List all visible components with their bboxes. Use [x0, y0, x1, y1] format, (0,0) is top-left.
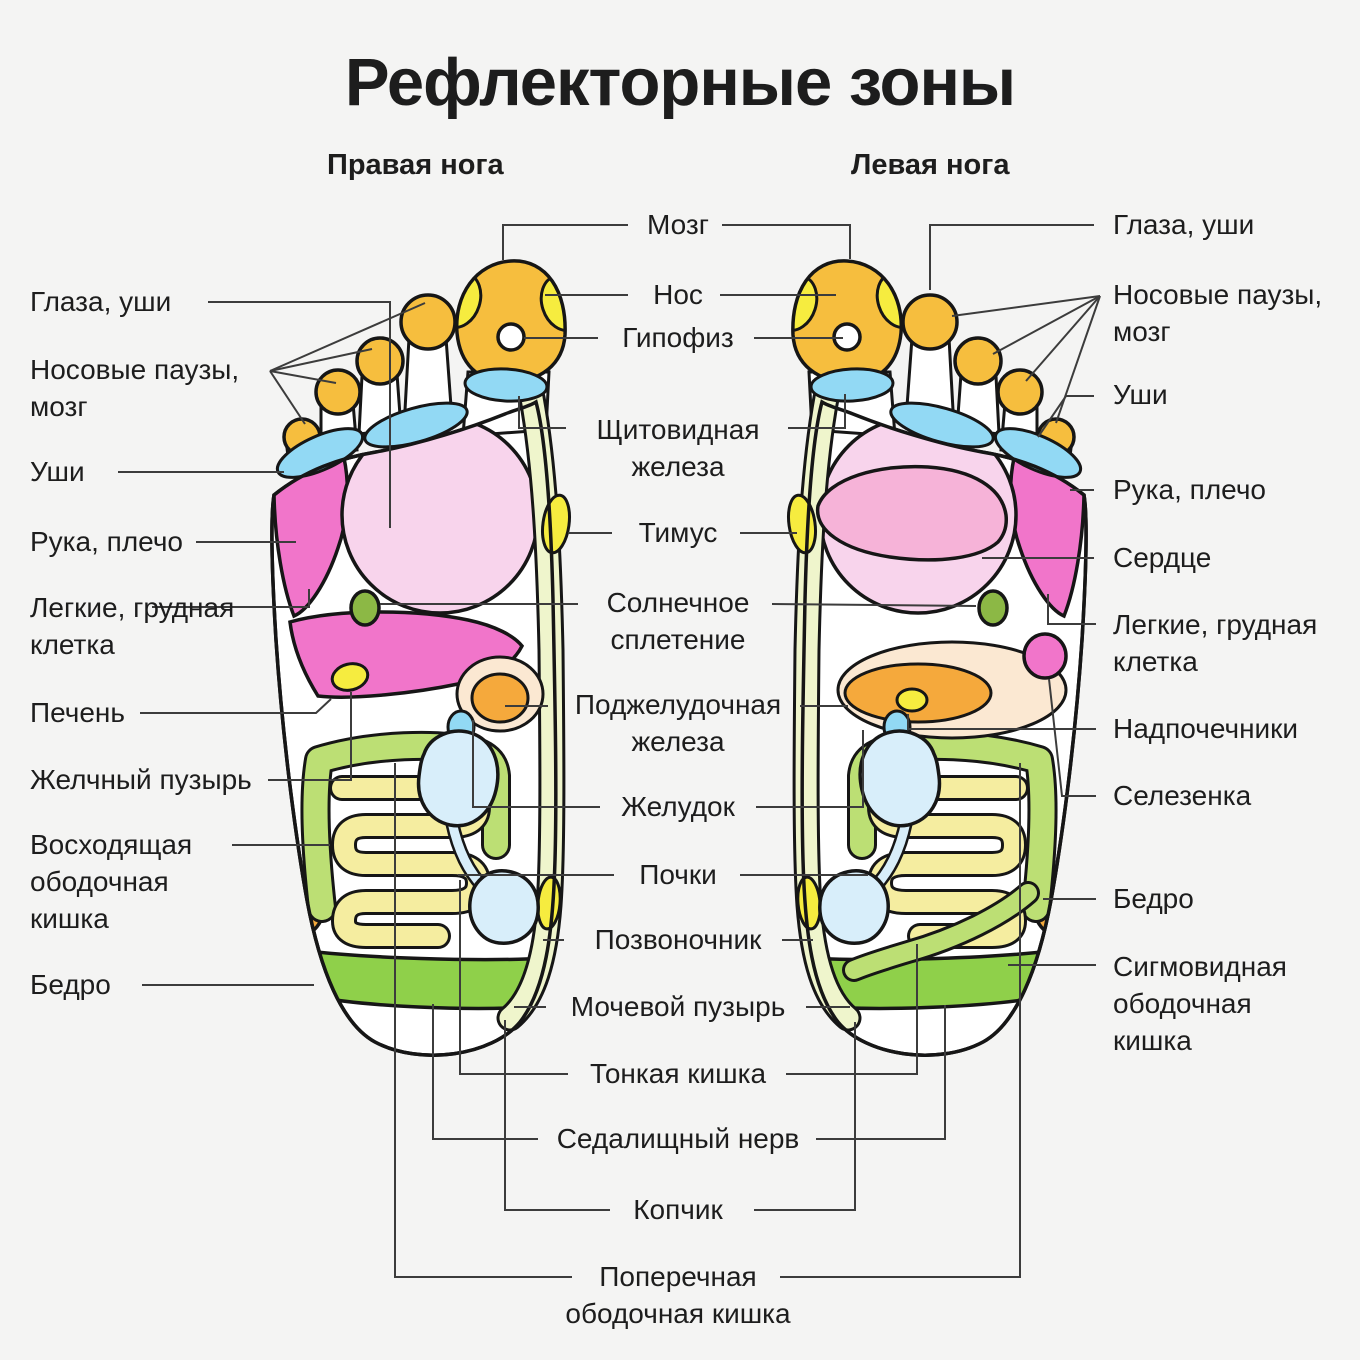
label-right-eyes-ears: Глаза, уши: [1113, 209, 1255, 240]
label-right-spleen: Селезенка: [1113, 780, 1252, 811]
label-left-arm-shoulder: Рука, плечо: [30, 526, 183, 557]
label-left-liver: Печень: [30, 697, 125, 728]
right-foot-heading: Правая нога: [327, 149, 504, 181]
label-right-lungs-chest: Легкие, грудная клетка: [1113, 609, 1318, 677]
sigmoid-colon-zone: [842, 881, 1040, 982]
label-center-spine: Позвоночник: [594, 924, 762, 955]
label-center-pituitary: Гипофиз: [622, 322, 734, 353]
gallbladder-zone: [330, 662, 370, 692]
label-right-sigmoid-colon: Сигмовидная ободочная кишка: [1113, 951, 1287, 1056]
label-center-small-intestine: Тонкая кишка: [589, 1058, 767, 1089]
label-right-arm-shoulder: Рука, плечо: [1113, 474, 1266, 505]
label-center-thymus: Тимус: [638, 517, 718, 548]
right-foot: [260, 261, 592, 1055]
label-center-thyroid: Щитовидная железа: [596, 414, 760, 482]
pointer-lines: [118, 224, 1101, 1278]
heart-zone: [815, 464, 1008, 562]
label-left-hip: Бедро: [30, 969, 111, 1000]
label-right-adrenals: Надпочечники: [1113, 713, 1299, 744]
spleen-zone: [1022, 632, 1068, 680]
label-center-sciatic-nerve: Седалищный нерв: [556, 1123, 800, 1154]
label-center-nose: Нос: [653, 279, 703, 310]
stomach-zone: [470, 672, 530, 724]
label-right-hip: Бедро: [1113, 883, 1194, 914]
label-center-pancreas: Поджелудочная железа: [574, 689, 782, 757]
label-left-ascending-colon: Восходящая ободочная кишка: [30, 829, 193, 934]
label-center-brain: Мозг: [647, 209, 709, 240]
label-left-ears: Уши: [30, 456, 85, 487]
label-left-eyes-ears: Глаза, уши: [30, 286, 172, 317]
adrenals-zone: [895, 687, 929, 713]
label-center-bladder: Мочевой пузырь: [570, 991, 786, 1022]
label-center-coccyx: Копчик: [633, 1194, 723, 1225]
label-center-stomach: Желудок: [621, 791, 735, 822]
label-left-gallbladder: Желчный пузырь: [30, 764, 252, 795]
left-foot-heading: Левая нога: [851, 149, 1010, 181]
label-right-nasal-sinuses-brain: Носовые паузы, мозг: [1113, 279, 1323, 347]
label-left-lungs-chest: Легкие, грудная клетка: [30, 592, 235, 660]
label-right-heart: Сердце: [1113, 542, 1212, 573]
label-left-nasal-sinuses-brain: Носовые паузы, мозг: [30, 354, 240, 422]
left-foot: [766, 261, 1098, 1055]
page-title: Рефлекторные зоны: [344, 45, 1016, 120]
label-center-transverse-colon: Поперечная ободочная кишка: [565, 1261, 791, 1329]
label-center-kidneys: Почки: [639, 859, 717, 890]
label-center-solar-plexus: Солнечное сплетение: [606, 587, 750, 655]
label-right-ears: Уши: [1113, 379, 1168, 410]
